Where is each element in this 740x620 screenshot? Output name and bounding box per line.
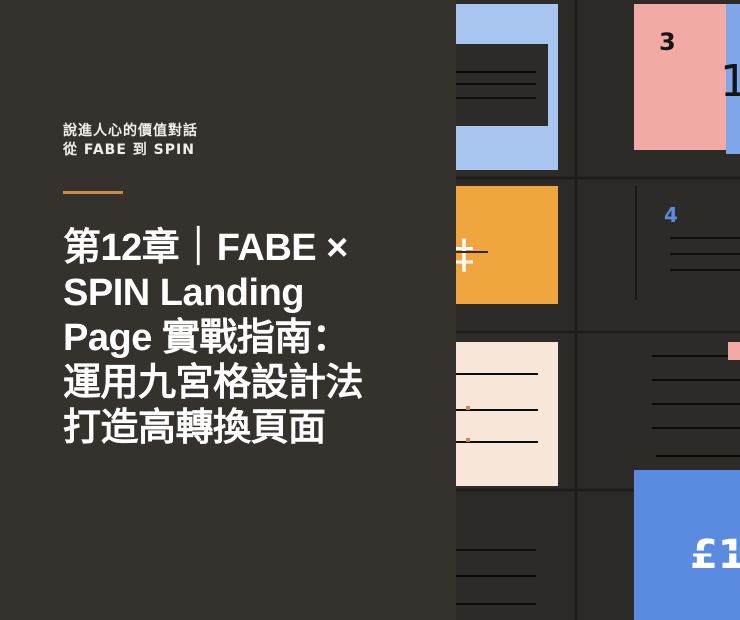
title-line-3: Page 實戰指南： [63,317,350,359]
page-title: 第12章｜FABE × SPIN Landing Page 實戰指南： 運用九宮… [63,226,443,451]
label-price: £1 [690,532,740,578]
label-three: 3 [659,28,676,56]
panel-lines-right [652,342,740,457]
title-line-5: 打造高轉換頁面 [63,407,326,449]
panel-lines-bottom-left [456,549,536,605]
wireframe-grid-illustration: 3 1 ‡ 4 [456,0,740,620]
accent-divider [63,191,123,194]
panel-orange: ‡ [456,186,558,304]
panel-cream [456,342,558,486]
title-line-1: 第12章｜FABE × [63,227,348,269]
panel-salmon-top: 3 1 [634,4,740,154]
title-line-2: SPIN Landing [63,272,305,314]
label-four: 4 [664,203,678,227]
panel-blue-bottom: £1 [634,470,740,620]
orange-symbol: ‡ [456,232,474,278]
grid-illustration: 3 1 ‡ 4 [456,0,740,620]
kicker-line-1: 說進人心的價值對話 [63,123,198,139]
kicker-line-2: 從 FABE 到 SPIN [63,142,195,158]
panel-four: 4 [635,186,740,300]
title-line-4: 運用九宮格設計法 [63,362,364,404]
label-one: 1 [720,56,740,107]
text-panel: 說進人心的價值對話 從 FABE 到 SPIN 第12章｜FABE × SPIN… [63,122,443,451]
panel-blue-top [456,4,558,170]
kicker: 說進人心的價值對話 從 FABE 到 SPIN [63,122,198,160]
